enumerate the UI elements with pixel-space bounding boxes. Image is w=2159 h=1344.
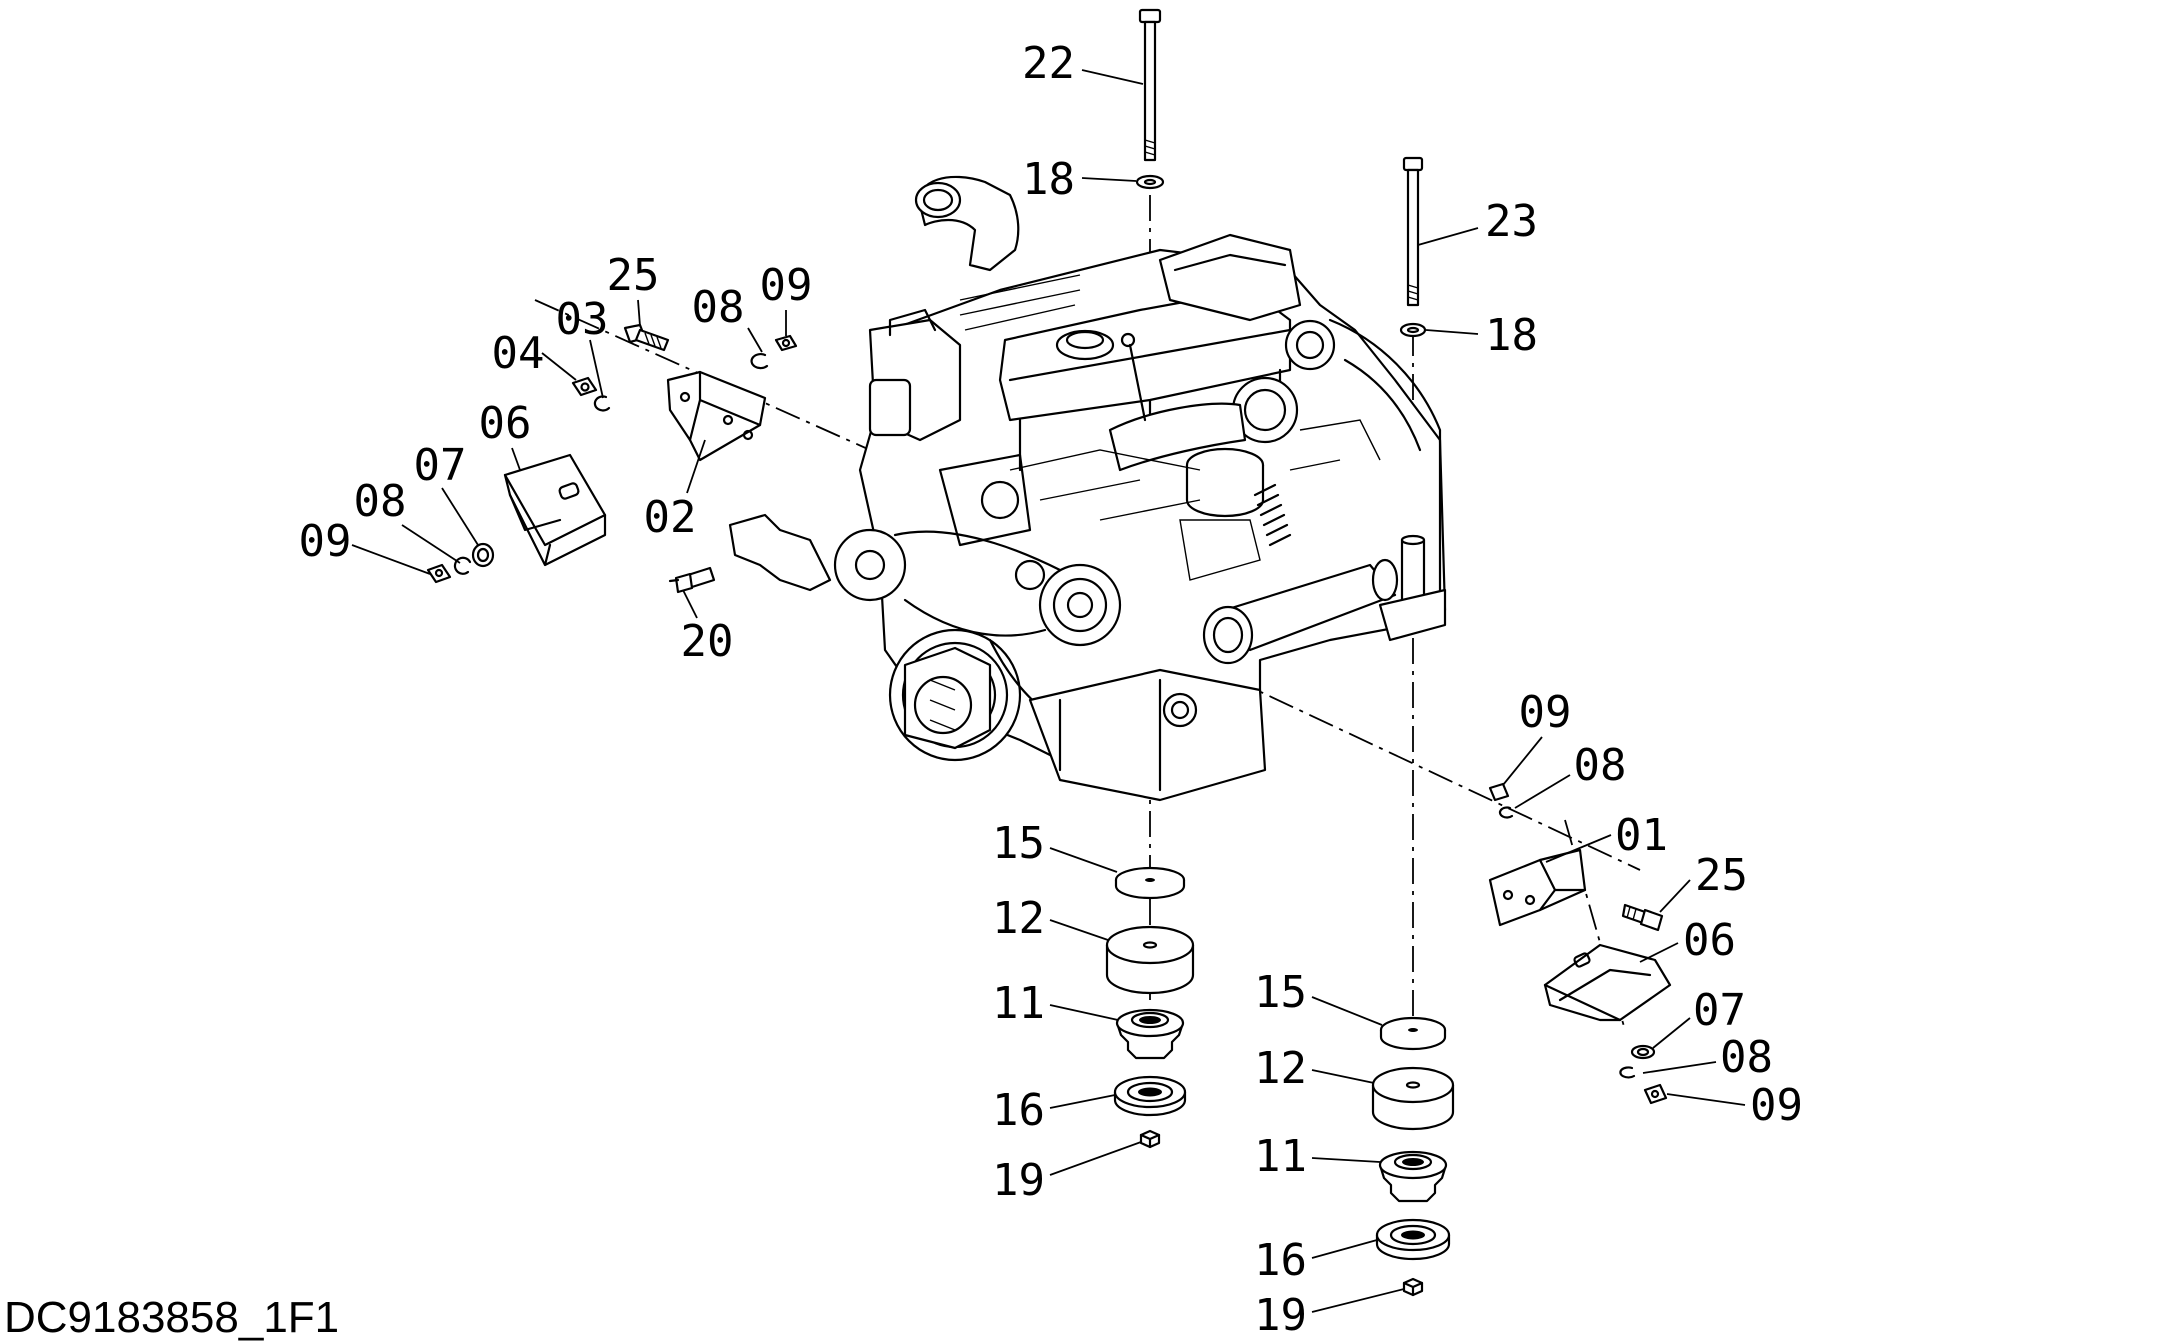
- washer-07b: [1630, 1044, 1656, 1060]
- nut-09d: [1643, 1083, 1668, 1105]
- callout-08: 08: [1574, 740, 1627, 791]
- callout-16: 16: [992, 1085, 1045, 1136]
- plate-15b: [1379, 1016, 1447, 1051]
- callout-08: 08: [1720, 1032, 1773, 1083]
- callout-18: 18: [1022, 154, 1075, 205]
- callout-08: 08: [692, 282, 745, 333]
- cushion-12b: [1371, 1066, 1455, 1131]
- cushion-16b: [1375, 1218, 1451, 1261]
- callout-01: 01: [1615, 810, 1668, 861]
- callout-25: 25: [607, 250, 660, 301]
- bolt-23: [1402, 156, 1424, 307]
- drawing-id: DC9183858_1F1: [4, 1293, 340, 1342]
- cushion-11a: [1115, 1008, 1185, 1060]
- callout-16: 16: [1254, 1235, 1307, 1286]
- callout-19: 19: [1254, 1290, 1307, 1341]
- callout-11: 11: [1254, 1131, 1307, 1182]
- nut-19a: [1139, 1129, 1161, 1149]
- nut-04: [571, 376, 598, 397]
- callout-19: 19: [992, 1155, 1045, 1206]
- nut-19b: [1402, 1277, 1424, 1297]
- washer-08d: [1619, 1066, 1636, 1079]
- callout-12: 12: [992, 893, 1045, 944]
- callout-12: 12: [1254, 1043, 1307, 1094]
- callout-15: 15: [992, 818, 1045, 869]
- bolt-22: [1138, 8, 1162, 162]
- callout-18: 18: [1485, 310, 1538, 361]
- callout-07: 07: [1693, 985, 1746, 1036]
- callout-09: 09: [299, 516, 352, 567]
- callout-09: 09: [760, 260, 813, 311]
- bolt-25a: [623, 323, 670, 352]
- nut-09b: [426, 563, 452, 584]
- washer-18a: [1135, 174, 1165, 190]
- callout-23: 23: [1485, 196, 1538, 247]
- bracket-02: [666, 370, 767, 462]
- callout-07: 07: [414, 440, 467, 491]
- callout-09: 09: [1750, 1080, 1803, 1131]
- callout-25: 25: [1695, 850, 1748, 901]
- washer-18b: [1399, 322, 1427, 338]
- callout-15: 15: [1254, 967, 1307, 1018]
- bolt-25b: [1621, 903, 1664, 932]
- nut-09a: [774, 334, 798, 352]
- rubber-mount-06b: [1543, 943, 1672, 1022]
- callout-labels: 22 18 23 18 25 08 09 04 03 06 07 08 09 0…: [299, 38, 1803, 1341]
- callout-11: 11: [992, 978, 1045, 1029]
- engine-assembly: [728, 175, 1447, 802]
- callout-20: 20: [681, 616, 734, 667]
- callout-08: 08: [354, 476, 407, 527]
- plate-15a: [1114, 866, 1186, 900]
- washer-08b: [453, 556, 472, 575]
- nut-09c: [1488, 782, 1510, 802]
- callout-22: 22: [1022, 38, 1075, 89]
- callout-04: 04: [492, 328, 545, 379]
- washer-08a: [750, 353, 769, 370]
- sensor-20: [668, 566, 716, 594]
- cushion-11b: [1378, 1150, 1448, 1203]
- cushion-12a: [1105, 925, 1195, 995]
- leader-lines: [351, 69, 1746, 1313]
- washer-03: [593, 395, 611, 412]
- washer-07a: [471, 542, 495, 568]
- callout-06: 06: [1683, 915, 1736, 966]
- cushion-16a: [1113, 1075, 1187, 1117]
- callout-02: 02: [644, 492, 697, 543]
- callout-06: 06: [479, 398, 532, 449]
- callout-09: 09: [1519, 687, 1572, 738]
- callout-03: 03: [556, 294, 609, 345]
- rubber-mount-06a: [503, 453, 607, 567]
- washer-08c: [1498, 806, 1514, 819]
- bracket-01: [1488, 848, 1587, 927]
